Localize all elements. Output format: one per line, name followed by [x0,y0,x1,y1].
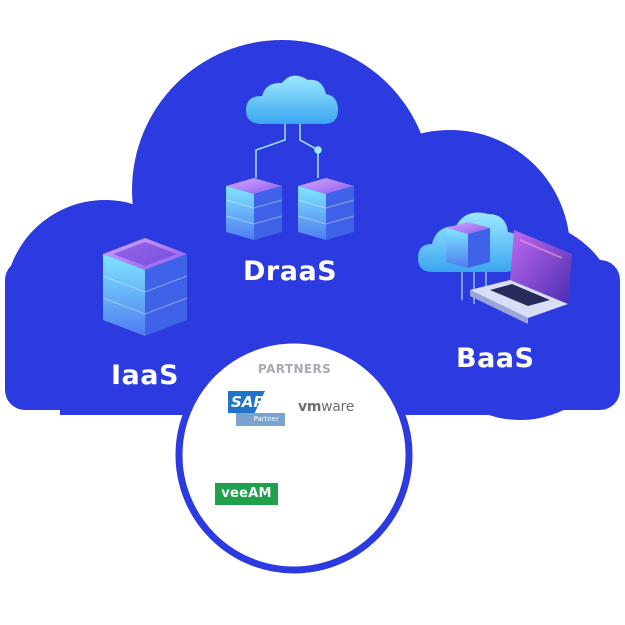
draas-server-left-icon [225,178,283,240]
vmware-logo: vmware [298,399,354,415]
vmware-logo-suffix: ware [321,399,355,415]
sap-partner-badge: Partner [236,413,285,426]
iaas-server-icon [102,238,188,336]
sap-partner-logo: SAP Partner [228,391,285,428]
draas-cloud-icon [246,75,338,124]
iaas-label: IaaS [111,360,179,391]
veeam-logo: veeAM [215,483,278,505]
vmware-logo-prefix: vm [298,399,322,415]
sap-logo-text: SAP [228,391,265,413]
draas-label: DraaS [243,256,338,287]
partners-title: PARTNERS [258,362,332,376]
baas-cloud-server-icon [418,212,522,304]
draas-server-right-icon [297,178,355,240]
baas-laptop-icon [470,230,572,324]
draas-connector-lines [255,124,322,178]
baas-label: BaaS [456,343,535,374]
